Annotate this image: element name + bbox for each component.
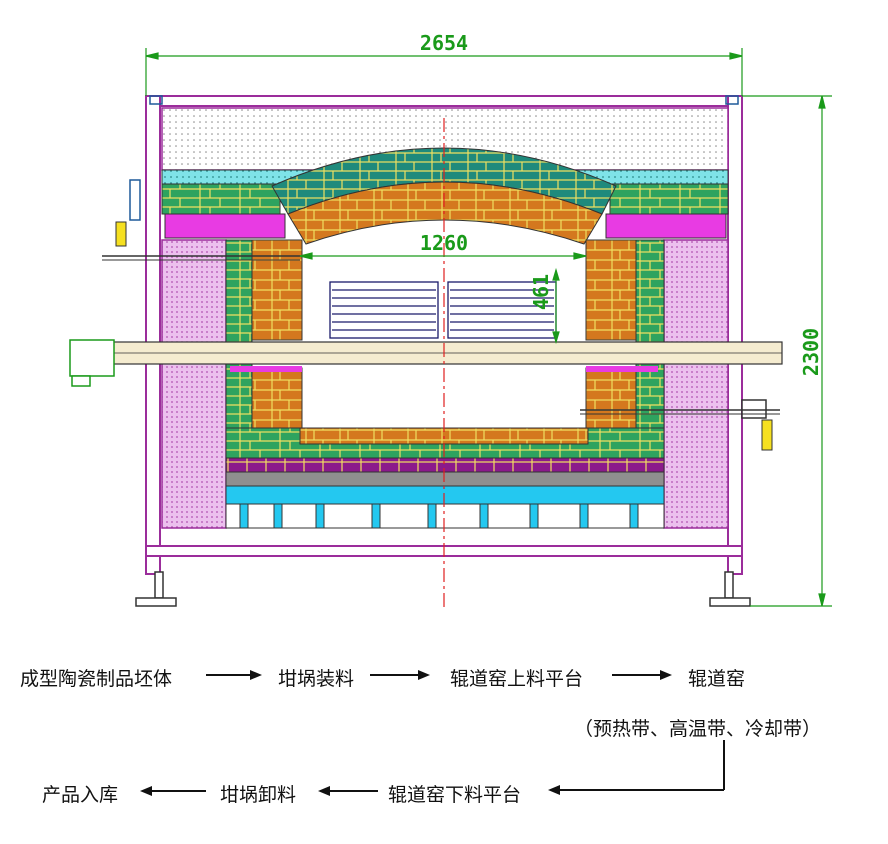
left-wall-green-brick	[225, 239, 253, 431]
right-roof-brick	[609, 183, 729, 215]
floor-grey-band	[225, 471, 665, 487]
right-wall-green-brick	[635, 239, 665, 431]
flow-arrow-3	[612, 670, 672, 680]
left-wall-firebrick-upper	[251, 239, 303, 341]
flow-connector-down	[548, 740, 725, 795]
left-burner-strip	[230, 366, 302, 372]
right-insulation-wall	[663, 239, 729, 529]
floor-cyan-base	[225, 485, 665, 505]
dimension-roller-height-label: 461	[529, 274, 553, 310]
flow-step-kiln-unloading-platform: 辊道窑下料平台	[388, 784, 522, 806]
flow-step-crucible-loading: 坩埚装料	[278, 668, 355, 690]
floor-support-piers	[239, 503, 639, 529]
kiln-cross-section-drawing: 2654 2300 1260 461	[69, 31, 832, 610]
right-burner-strip	[586, 366, 658, 372]
flow-arrow-6	[140, 786, 206, 796]
dimension-overall-width	[145, 48, 743, 96]
left-insulation-wall	[161, 239, 227, 529]
arch-inner-firebrick	[287, 181, 603, 245]
dimension-overall-width-label: 2654	[420, 31, 468, 55]
dimension-overall-height	[742, 95, 832, 607]
floor-support-row	[225, 503, 665, 529]
flow-arrow-1	[206, 670, 262, 680]
flow-step-crucible-unloading: 坩埚卸料	[220, 784, 297, 806]
flow-step-green-body: 成型陶瓷制品坯体	[20, 668, 173, 690]
right-wall-firebrick-lower	[585, 367, 637, 431]
flow-step-kiln-zones: （预热带、高温带、冷却带）	[574, 718, 822, 740]
ware-stack-left	[329, 281, 439, 339]
flow-step-roller-kiln: 辊道窑	[688, 668, 746, 690]
left-magenta-band	[164, 213, 286, 239]
burner-left-upper	[102, 179, 300, 261]
floor-purple-band	[225, 457, 665, 473]
burner-right-lower	[580, 399, 780, 451]
flow-step-warehouse: 产品入库	[42, 784, 119, 806]
flow-arrow-2	[370, 670, 430, 680]
dimension-overall-height-label: 2300	[799, 328, 823, 376]
flow-arrow-5	[318, 786, 378, 796]
right-wall-firebrick-upper	[585, 239, 637, 341]
roller-drive-left	[69, 339, 115, 377]
right-magenta-band	[605, 213, 727, 239]
left-wall-firebrick-lower	[251, 367, 303, 431]
dimension-inner-width	[299, 252, 587, 260]
flow-step-kiln-loading-platform: 辊道窑上料平台	[450, 668, 584, 690]
dimension-roller-height	[552, 267, 560, 345]
left-roof-brick	[161, 183, 281, 215]
dimension-inner-width-label: 1260	[420, 231, 468, 255]
